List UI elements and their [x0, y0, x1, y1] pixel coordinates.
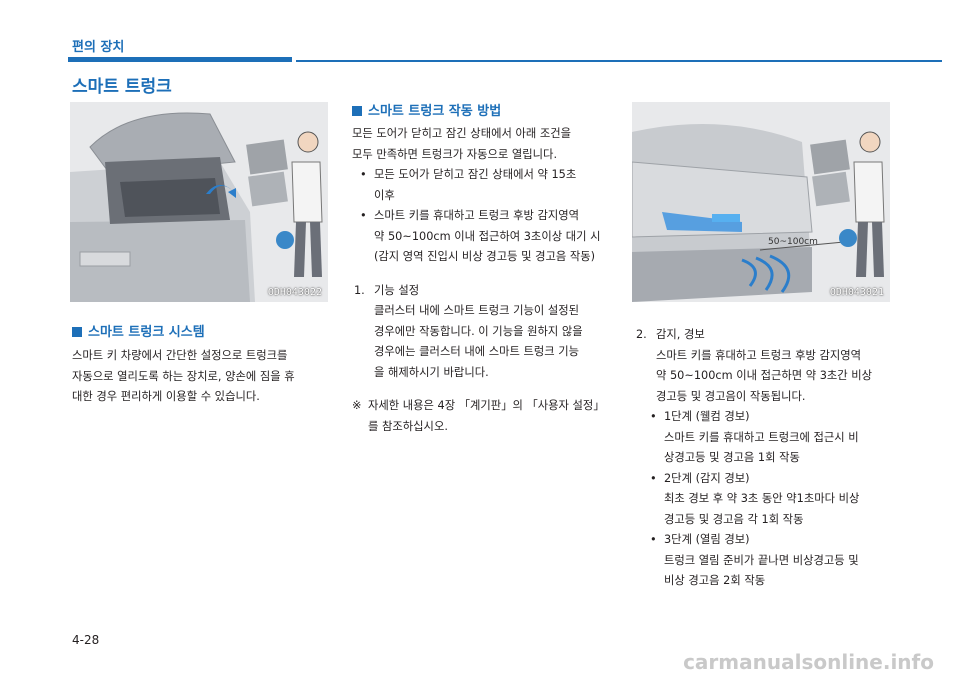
image-code-label: ODH043021 — [829, 287, 884, 298]
condition-bullet: 모든 도어가 닫히고 잠긴 상태에서 약 15초 이후 — [352, 165, 618, 206]
detection-description: 스마트 키를 휴대하고 트렁크 후방 감지영역 약 50~100cm 이내 접근… — [656, 348, 873, 403]
stage3-body: 트렁크 열림 준비가 끝나면 비상경고등 및 비상 경고음 2회 작동 — [664, 553, 859, 588]
watermark: carmanualsonline.info — [683, 650, 934, 674]
stage3-bullet: 3단계 (열림 경보) — [634, 530, 900, 551]
heading-square-icon — [352, 106, 362, 116]
header-bar-thin — [296, 60, 942, 62]
stage2-bullet: 2단계 (감지 경보) — [634, 469, 900, 490]
detection-body: 2. 감지, 경보 스마트 키를 휴대하고 트렁크 후방 감지영역 약 50~1… — [634, 325, 900, 592]
image-code-label: ODH043022 — [267, 287, 322, 298]
open-trunk-illustration: ODH043022 — [70, 102, 328, 302]
page-title: 스마트 트렁크 — [72, 77, 172, 97]
system-heading: 스마트 트렁크 시스템 — [72, 321, 205, 340]
page-number: 4-28 — [72, 633, 100, 647]
detection-area-illustration: 50~100cm ODH043021 — [632, 102, 890, 302]
operation-heading: 스마트 트렁크 작동 방법 — [352, 100, 501, 119]
stage2-body: 최초 경보 후 약 3초 동안 약1초마다 비상 경고등 및 경고음 각 1회 … — [664, 492, 860, 526]
reference-note: ※ 자세한 내용은 4장 「계기판」의 「사용자 설정」 를 참조하십시오. — [352, 399, 605, 433]
condition-bullet: 스마트 키를 휴대하고 트렁크 후방 감지영역 약 50~100cm 이내 접근… — [352, 206, 618, 268]
system-description: 스마트 키 차량에서 간단한 설정으로 트렁크를 자동으로 열리도록 하는 장치… — [72, 349, 295, 403]
function-setting-body: 클러스터 내에 스마트 트렁크 기능이 설정된 경우에만 작동합니다. 이 기능… — [374, 304, 583, 379]
stage1-bullet: 1단계 (웰컴 경보) — [634, 407, 900, 428]
function-setting-item: 1. 기능 설정 — [354, 283, 420, 297]
stage1-body: 스마트 키를 휴대하고 트렁크에 접근시 비 상경고등 및 경고음 1회 작동 — [664, 430, 859, 465]
operation-body: 모든 도어가 닫히고 잠긴 상태에서 아래 조건을 모두 만족하면 트렁크가 자… — [352, 124, 618, 437]
heading-square-icon — [72, 327, 82, 337]
detection-item: 2. 감지, 경보 — [636, 328, 705, 341]
range-label: 50~100cm — [768, 237, 818, 247]
header-bar-thick — [68, 57, 292, 62]
section-title: 편의 장치 — [72, 40, 125, 55]
